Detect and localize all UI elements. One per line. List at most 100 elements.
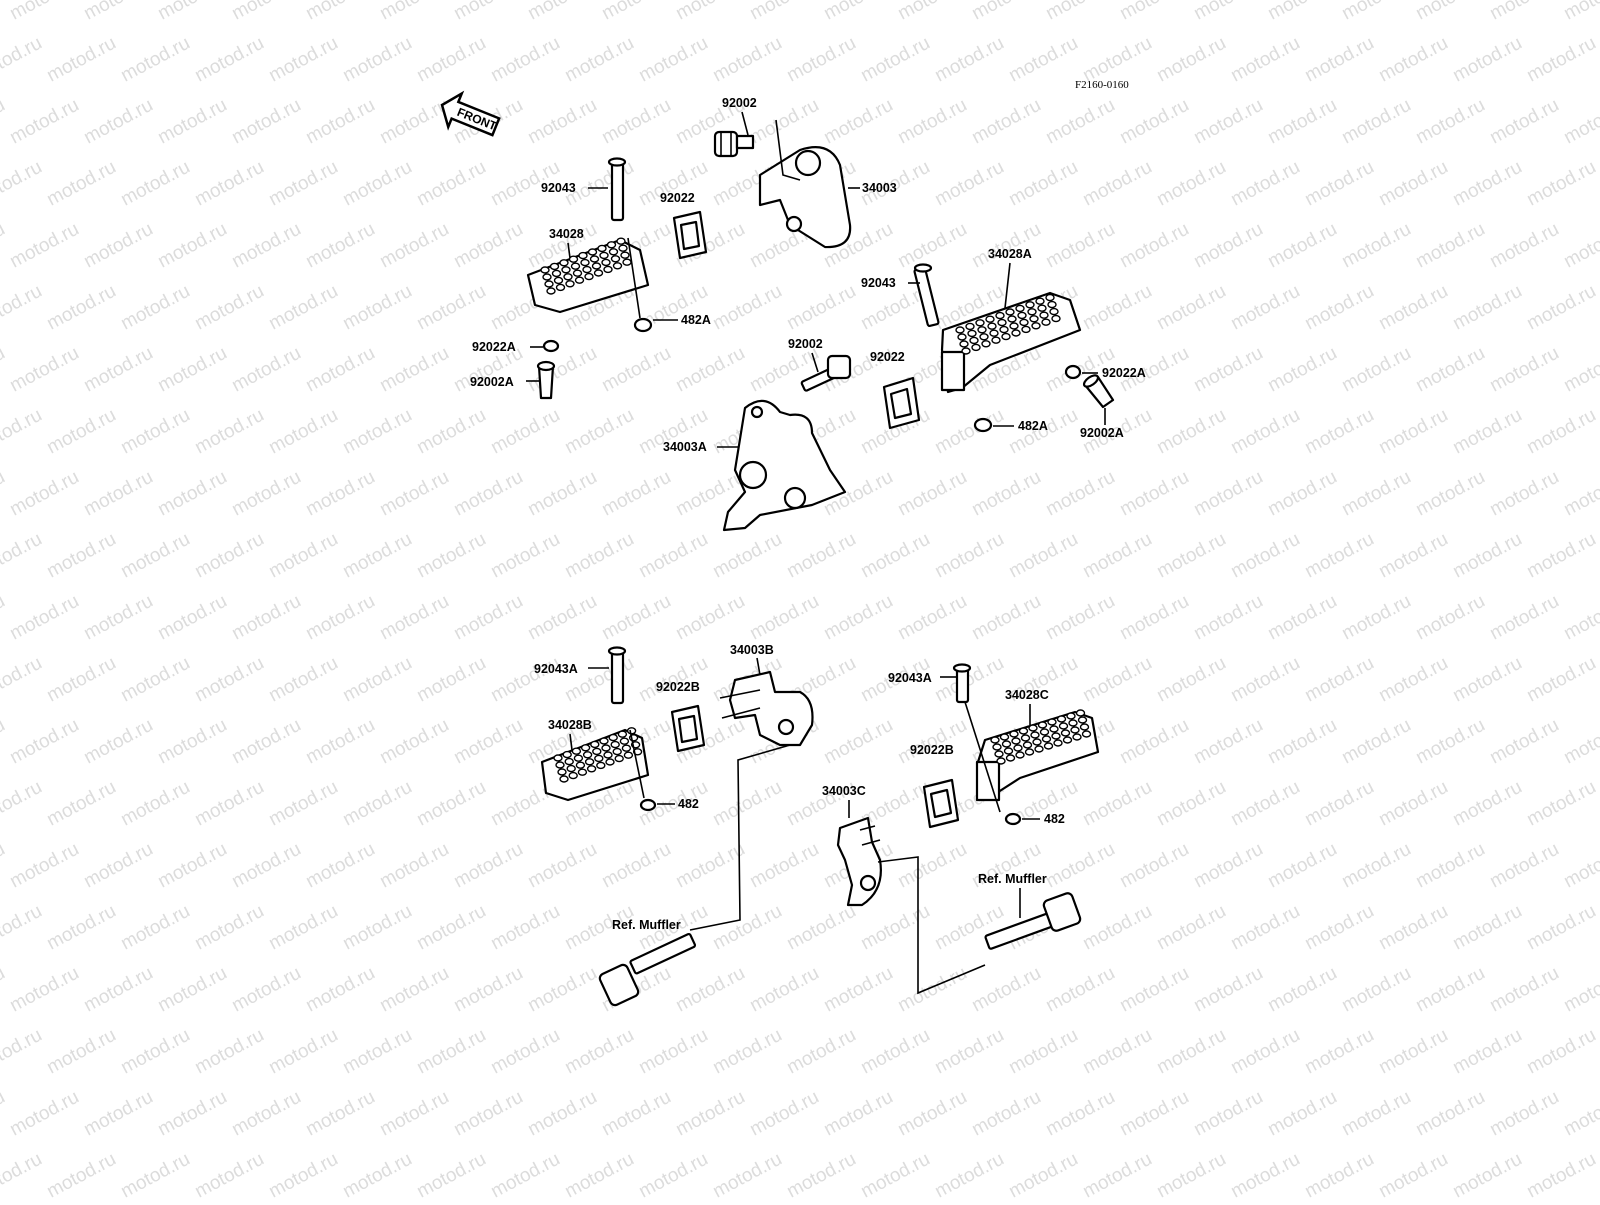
watermark-text: motod.ru	[1153, 529, 1229, 583]
spring-92022-mid	[882, 376, 921, 430]
watermark-text: motod.ru	[43, 33, 119, 87]
watermark-text: motod.ru	[1338, 95, 1414, 149]
watermark-text: motod.ru	[376, 343, 452, 397]
watermark-text: motod.ru	[43, 1149, 119, 1200]
grip-dot	[586, 765, 597, 773]
watermark-text: motod.ru	[117, 33, 193, 87]
watermark-text: motod.ru	[1153, 1149, 1229, 1200]
label-92022-mid: 92022	[870, 350, 905, 364]
watermark-text: motod.ru	[1116, 1087, 1192, 1141]
watermark-text: motod.ru	[1486, 467, 1562, 521]
watermark-text: motod.ru	[1560, 715, 1600, 769]
grip-dot	[1025, 301, 1035, 309]
grip-dot	[1049, 725, 1059, 733]
grip-dot	[589, 255, 600, 263]
grip-dot	[575, 761, 586, 769]
grip-dot	[1047, 300, 1057, 309]
grip-dot	[990, 736, 1000, 744]
grip-dot	[587, 248, 598, 256]
watermark-text: motod.ru	[1079, 281, 1155, 335]
watermark-text: motod.ru	[228, 0, 304, 24]
grip-dot	[605, 758, 615, 766]
bracket-34003A	[722, 399, 847, 532]
watermark-text: motod.ru	[0, 343, 9, 397]
grip-dot	[573, 754, 584, 762]
watermark-text: motod.ru	[561, 1025, 637, 1079]
watermark-text: motod.ru	[598, 839, 674, 893]
watermark-text: motod.ru	[191, 653, 267, 707]
watermark-text: motod.ru	[265, 1149, 341, 1200]
watermark-text: motod.ru	[1079, 529, 1155, 583]
grip-dot	[971, 343, 981, 352]
watermark-text: motod.ru	[1264, 591, 1340, 645]
watermark-text: motod.ru	[1449, 777, 1525, 831]
grip-dot	[610, 740, 620, 749]
grip-dot	[592, 747, 602, 756]
grip-dot	[1005, 308, 1015, 316]
watermark-text: motod.ru	[1523, 281, 1599, 335]
label-92043-mid: 92043	[861, 276, 896, 290]
watermark-text: motod.ru	[1227, 281, 1303, 335]
washer-482-left	[639, 798, 657, 812]
watermark-text: motod.ru	[746, 963, 822, 1017]
grip-dot	[1051, 314, 1061, 323]
watermark-text: motod.ru	[820, 715, 896, 769]
watermark-text: motod.ru	[968, 1087, 1044, 1141]
watermark-text: motod.ru	[1338, 343, 1414, 397]
watermark-text: motod.ru	[339, 653, 415, 707]
watermark-text: motod.ru	[783, 529, 859, 583]
label-92002A-right: 92002A	[1080, 426, 1124, 440]
watermark-text: motod.ru	[1153, 777, 1229, 831]
watermark-text: motod.ru	[265, 653, 341, 707]
watermark-text: motod.ru	[228, 467, 304, 521]
grip-dot	[1015, 751, 1025, 759]
bolt-92002-top	[713, 130, 755, 158]
watermark-text: motod.ru	[1116, 591, 1192, 645]
grip-dot	[1049, 307, 1059, 316]
watermark-text: motod.ru	[635, 33, 711, 87]
grip-dot	[564, 757, 574, 766]
watermark-text: motod.ru	[1560, 839, 1600, 893]
watermark-text: motod.ru	[6, 1087, 82, 1141]
watermark-text: motod.ru	[857, 1149, 933, 1200]
grip-dot	[599, 251, 609, 260]
watermark-text: motod.ru	[191, 1025, 267, 1079]
watermark-text: motod.ru	[746, 0, 822, 24]
watermark-text: motod.ru	[0, 1149, 46, 1200]
grip-dot	[542, 273, 552, 281]
grip-dot	[1003, 747, 1014, 755]
watermark-text: motod.ru	[1153, 1025, 1229, 1079]
watermark-text: motod.ru	[265, 281, 341, 335]
watermark-text: motod.ru	[0, 405, 46, 459]
label-92022A-left: 92022A	[472, 340, 516, 354]
grip-dot	[1037, 304, 1047, 312]
watermark-text: motod.ru	[0, 591, 9, 645]
grip-dot	[957, 333, 967, 341]
grip-dot	[1017, 311, 1027, 320]
watermark-text: motod.ru	[117, 777, 193, 831]
watermark-text: motod.ru	[1375, 653, 1451, 707]
watermark-text: motod.ru	[894, 1087, 970, 1141]
watermark-text: motod.ru	[191, 33, 267, 87]
spring-92022B-right	[922, 778, 960, 829]
watermark-text: motod.ru	[1190, 0, 1266, 24]
watermark-text: motod.ru	[450, 219, 526, 273]
watermark-text: motod.ru	[1560, 591, 1600, 645]
label-92002-top: 92002	[722, 96, 757, 110]
grip-dot	[981, 340, 991, 348]
grip-dot	[568, 771, 578, 780]
label-482-left: 482	[678, 797, 699, 811]
watermark-text: motod.ru	[413, 1025, 489, 1079]
label-92002-mid: 92002	[788, 337, 823, 351]
watermark-text: motod.ru	[1523, 901, 1599, 955]
watermark-text: motod.ru	[191, 777, 267, 831]
washer-482-right	[1004, 812, 1022, 826]
watermark-text: motod.ru	[43, 777, 119, 831]
watermark-text: motod.ru	[1449, 157, 1525, 211]
watermark-text: motod.ru	[1560, 343, 1600, 397]
watermark-text: motod.ru	[154, 715, 230, 769]
grip-dot	[563, 273, 573, 281]
watermark-text: motod.ru	[1412, 715, 1488, 769]
watermark-text: motod.ru	[191, 281, 267, 335]
grip-dot	[1077, 716, 1088, 724]
